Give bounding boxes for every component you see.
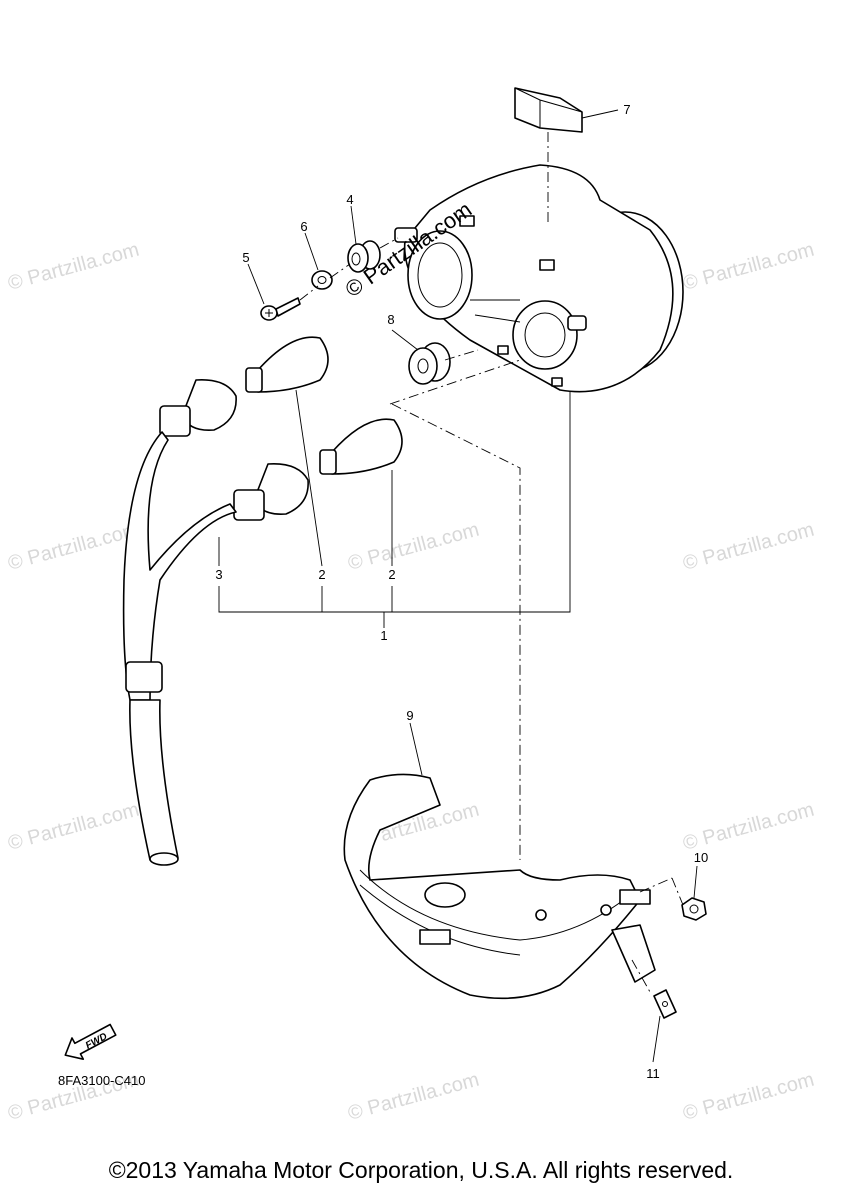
callout-6: 6 (300, 219, 307, 234)
part-7-label-block (514, 87, 583, 133)
callout-10: 10 (694, 850, 708, 865)
fwd-arrow-icon: FWD (64, 1023, 117, 1060)
callout-3: 3 (215, 567, 222, 582)
callouts: 1 2 2 3 4 5 6 7 8 9 10 11 (215, 102, 708, 1081)
watermark: © Partzilla.com (6, 519, 142, 575)
meter-housing (394, 164, 684, 393)
watermark: © Partzilla.com (346, 1069, 482, 1125)
watermark: © Partzilla.com (6, 239, 142, 295)
watermark: © Partzilla.com (681, 799, 817, 855)
part-2-bulb-lower (319, 418, 403, 475)
copyright-notice: ©2013 Yamaha Motor Corporation, U.S.A. A… (109, 1157, 734, 1183)
callout-5: 5 (242, 250, 249, 265)
part-2-bulb-upper (245, 336, 329, 393)
part-11-clip (653, 989, 677, 1019)
part-10-nut (681, 897, 707, 921)
alignment-lines (299, 132, 684, 993)
drawing-code: 8FA3100-C410 (58, 1073, 145, 1088)
part-6-washer (311, 270, 333, 290)
part-4-grommet (347, 240, 381, 273)
watermark: © Partzilla.com (346, 519, 482, 575)
watermark: © Partzilla.com (681, 519, 817, 575)
callout-8: 8 (387, 312, 394, 327)
watermark: © Partzilla.com (6, 799, 142, 855)
callout-11: 11 (646, 1066, 660, 1081)
callout-9: 9 (406, 708, 413, 723)
part-3-socket-harness (122, 379, 309, 866)
callout-2a: 2 (318, 567, 325, 582)
callout-2b: 2 (388, 567, 395, 582)
part-8-grommet (408, 342, 451, 385)
watermark: © Partzilla.com (681, 239, 817, 295)
callout-7: 7 (623, 102, 630, 117)
fwd-label: FWD (84, 1031, 109, 1051)
part-9-lower-cover (343, 773, 656, 1000)
leader-lines (218, 109, 698, 1063)
part-5-screw (260, 297, 301, 321)
callout-1: 1 (380, 628, 387, 643)
watermark: © Partzilla.com (681, 1069, 817, 1125)
callout-4: 4 (346, 192, 353, 207)
